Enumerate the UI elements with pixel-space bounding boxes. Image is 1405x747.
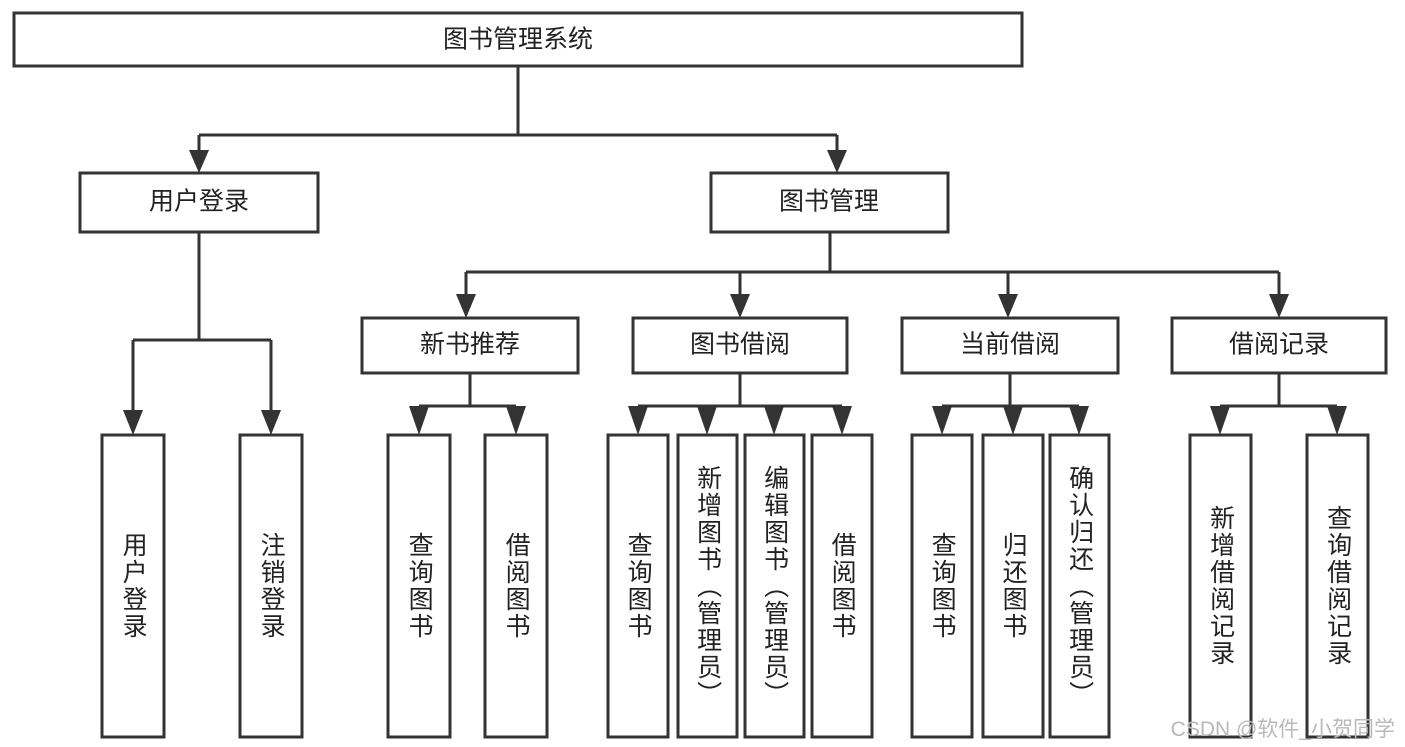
node-new-book-rec[interactable]: 新书推荐	[360, 316, 580, 375]
node-box-leaf-add-record[interactable]	[1188, 433, 1253, 739]
node-label-current-borrow: 当前借阅	[960, 331, 1060, 359]
arrow-head-leaf-borrow-book-1	[506, 406, 526, 435]
node-label-book-manage: 图书管理	[779, 188, 879, 216]
node-box-leaf-borrow-book-2[interactable]	[810, 433, 874, 739]
arrow-head-leaf-query-book-1	[409, 406, 429, 435]
node-box-leaf-return-book[interactable]	[981, 433, 1045, 739]
node-box-leaf-query-record[interactable]	[1305, 433, 1370, 739]
node-label-new-book-rec: 新书推荐	[420, 331, 520, 359]
connector-group-borrow-record	[1210, 373, 1347, 435]
arrow-head-current-borrow	[998, 294, 1018, 318]
arrow-head-leaf-borrow-book-2	[832, 406, 852, 435]
node-label-user-login: 用户登录	[149, 188, 249, 216]
arrow-head-new-book-rec	[456, 294, 476, 318]
arrow-head-leaf-query-record	[1327, 406, 1347, 435]
arrow-head-leaf-return-book	[1003, 406, 1023, 435]
node-label-root: 图书管理系统	[443, 26, 593, 54]
node-box-leaf-borrow-book-1[interactable]	[483, 433, 549, 739]
node-root[interactable]: 图书管理系统	[12, 11, 1024, 68]
node-box-leaf-user-logout[interactable]	[238, 433, 304, 739]
node-borrow-record[interactable]: 借阅记录	[1170, 316, 1388, 375]
csdn-watermark: CSDN @软件_小贺同学	[1170, 718, 1395, 741]
node-book-borrow[interactable]: 图书借阅	[631, 316, 849, 375]
arrow-head-leaf-user-login	[123, 410, 143, 435]
node-box-leaf-query-book-1[interactable]	[386, 433, 452, 739]
node-current-borrow[interactable]: 当前借阅	[900, 316, 1120, 375]
connector-group-book-manage	[456, 232, 1289, 318]
node-book-manage[interactable]: 图书管理	[709, 171, 950, 234]
arrow-head-user-login	[189, 150, 209, 173]
connector-group-book-borrow	[628, 373, 852, 435]
node-box-leaf-query-book-3[interactable]	[910, 433, 974, 739]
arrow-head-book-borrow	[730, 294, 750, 318]
arrow-head-book-manage	[827, 150, 847, 173]
connector-group-current-borrow	[932, 373, 1089, 435]
node-box-root[interactable]	[12, 11, 1024, 68]
connector-group-user-login	[123, 232, 281, 435]
node-box-leaf-add-book[interactable]	[676, 433, 739, 739]
arrow-head-borrow-record	[1269, 294, 1289, 318]
node-label-borrow-record: 借阅记录	[1229, 331, 1329, 359]
node-box-book-borrow[interactable]	[631, 316, 849, 375]
leaf-boxes	[100, 433, 1370, 739]
node-box-new-book-rec[interactable]	[360, 316, 580, 375]
node-box-leaf-user-login[interactable]	[100, 433, 166, 739]
node-box-leaf-confirm-return[interactable]	[1048, 433, 1111, 739]
node-box-user-login[interactable]	[78, 171, 320, 234]
node-box-borrow-record[interactable]	[1170, 316, 1388, 375]
arrow-head-leaf-query-book-2	[628, 406, 648, 435]
arrow-head-leaf-add-record	[1210, 406, 1230, 435]
node-user-login[interactable]: 用户登录	[78, 171, 320, 234]
node-box-leaf-edit-book[interactable]	[743, 433, 806, 739]
node-box-book-manage[interactable]	[709, 171, 950, 234]
connector-group-root	[189, 66, 847, 173]
arrow-head-leaf-user-logout	[261, 410, 281, 435]
node-label-book-borrow: 图书借阅	[690, 331, 790, 359]
arrow-head-leaf-add-book	[697, 406, 717, 435]
arrow-head-leaf-confirm-return	[1069, 406, 1089, 435]
node-box-current-borrow[interactable]	[900, 316, 1120, 375]
connector-group-new-book-rec	[409, 373, 526, 435]
arrow-head-leaf-query-book-3	[932, 406, 952, 435]
node-box-leaf-query-book-2[interactable]	[606, 433, 670, 739]
arrow-head-leaf-edit-book	[764, 406, 784, 435]
